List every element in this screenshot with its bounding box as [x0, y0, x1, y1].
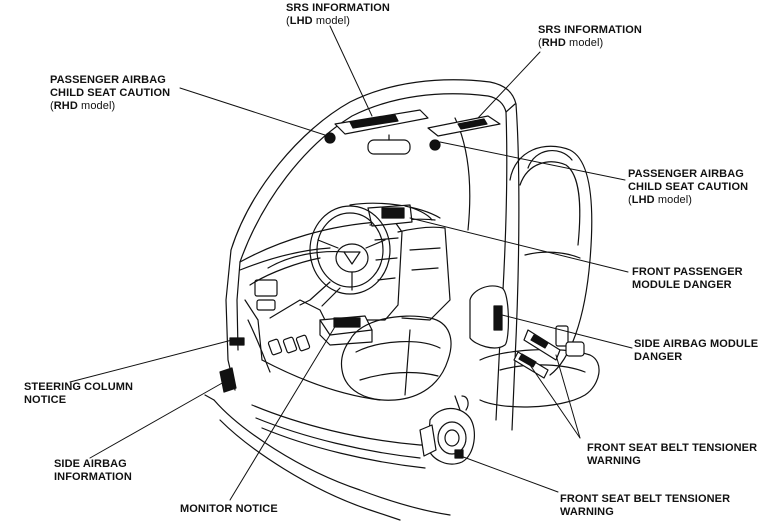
label-line1: MONITOR NOTICE	[180, 503, 278, 515]
label-srs-information-lhd: SRS INFORMATION (LHD model)	[286, 2, 390, 28]
seat-belt-tensioner-lower	[419, 395, 476, 465]
label-front-seat-belt-tensioner-lower: FRONT SEAT BELT TENSIONER WARNING	[560, 493, 730, 519]
label-line2: CHILD SEAT CAUTION	[628, 181, 749, 193]
label-title: SRS INFORMATION	[286, 2, 390, 14]
passenger-seat	[469, 145, 600, 408]
label-line1: SIDE AIRBAG MODULE	[634, 338, 759, 350]
label-model: (LHD model)	[628, 194, 693, 206]
sun-visor-right	[427, 115, 501, 137]
label-line1: STEERING COLUMN	[24, 381, 134, 393]
seat-belt-buckle-right	[513, 325, 585, 379]
label-line2: WARNING	[587, 455, 641, 467]
label-line1: PASSENGER AIRBAG	[628, 168, 744, 180]
label-line1: FRONT SEAT BELT TENSIONER	[587, 442, 758, 454]
label-side-airbag-module: SIDE AIRBAG MODULE DANGER	[634, 338, 758, 364]
pedals	[267, 334, 311, 356]
label-line2: CHILD SEAT CAUTION	[50, 87, 171, 99]
car-body-outline	[204, 79, 520, 521]
rear-view-mirror	[367, 139, 411, 155]
label-line1: FRONT SEAT BELT TENSIONER	[560, 493, 731, 505]
label-model: (RHD model)	[538, 37, 604, 49]
label-front-seat-belt-tensioner-upper: FRONT SEAT BELT TENSIONER WARNING	[587, 442, 757, 468]
label-model: (LHD model)	[286, 15, 351, 27]
label-steering-column-notice: STEERING COLUMN NOTICE	[24, 381, 133, 407]
label-line1: FRONT PASSENGER	[632, 266, 743, 278]
label-line2: MODULE DANGER	[632, 279, 732, 291]
label-line2: NOTICE	[24, 394, 67, 406]
center-console	[319, 315, 373, 346]
dashboard	[239, 204, 451, 373]
label-srs-information-rhd: SRS INFORMATION (RHD model)	[538, 24, 642, 50]
label-passenger-airbag-rhd: PASSENGER AIRBAG CHILD SEAT CAUTION (RHD…	[50, 74, 170, 113]
label-line2: DANGER	[634, 351, 683, 363]
driver-seat	[340, 315, 452, 401]
passenger-airbag-label-lhd	[429, 139, 441, 151]
label-line2: INFORMATION	[54, 471, 132, 483]
label-title: SRS INFORMATION	[538, 24, 642, 36]
label-line1: PASSENGER AIRBAG	[50, 74, 166, 86]
label-passenger-airbag-lhd: PASSENGER AIRBAG CHILD SEAT CAUTION (LHD…	[628, 168, 748, 207]
label-model: (RHD model)	[50, 100, 116, 112]
steering-wheel	[299, 205, 391, 307]
label-front-passenger-module: FRONT PASSENGER MODULE DANGER	[632, 266, 743, 292]
sun-visor-left	[334, 109, 429, 135]
steering-column-label	[229, 337, 245, 346]
label-line2: WARNING	[560, 506, 614, 518]
passenger-airbag-label-rhd	[324, 132, 336, 144]
label-side-airbag-information: SIDE AIRBAG INFORMATION	[54, 458, 132, 484]
label-monitor-notice: MONITOR NOTICE	[180, 503, 278, 516]
callout-leaders	[69, 25, 633, 501]
label-line1: SIDE AIRBAG	[54, 458, 127, 470]
side-airbag-info-label	[219, 367, 237, 393]
